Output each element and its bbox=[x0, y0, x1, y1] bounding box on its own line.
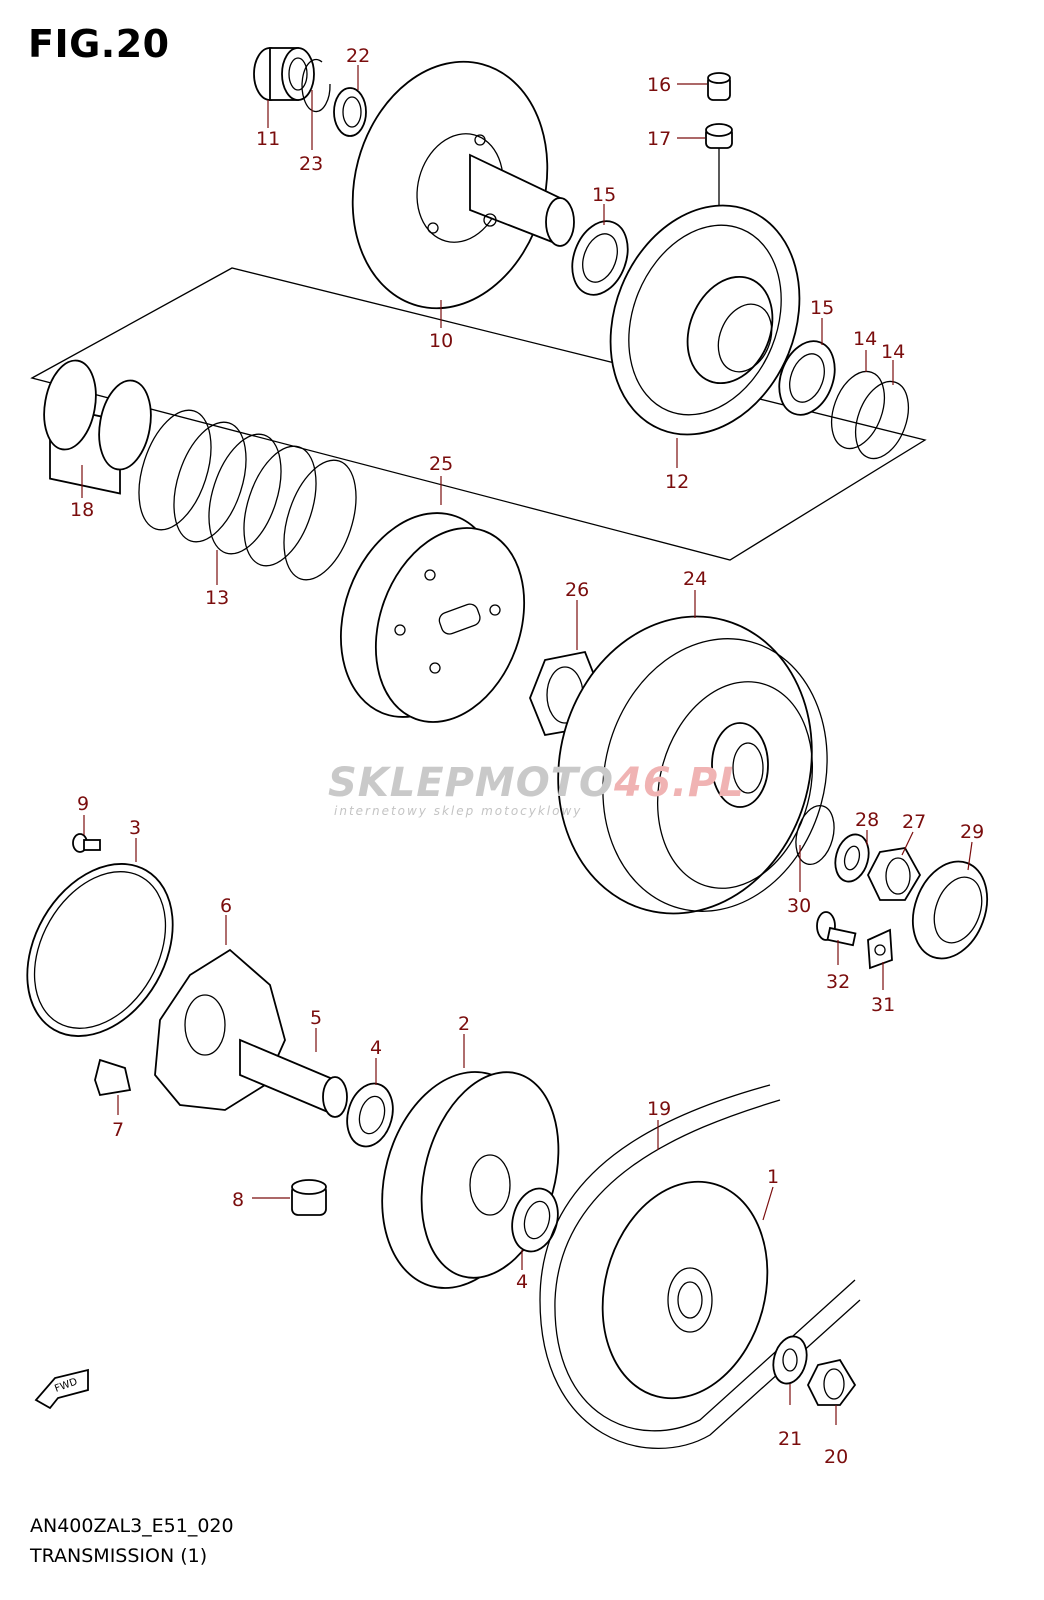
part-8-spacer bbox=[291, 1179, 327, 1216]
callout-30: 30 bbox=[787, 895, 811, 917]
callout-6: 6 bbox=[220, 895, 232, 917]
callout-31: 31 bbox=[871, 994, 895, 1016]
part-14-circlips bbox=[830, 370, 910, 460]
callout-15-upper: 15 bbox=[592, 184, 616, 206]
part-12-driven-plate bbox=[609, 204, 801, 436]
callout-7: 7 bbox=[112, 1119, 124, 1141]
part-21-washer bbox=[772, 1335, 808, 1385]
callout-8: 8 bbox=[232, 1189, 244, 1211]
callout-32: 32 bbox=[826, 971, 850, 993]
part-18-sleeve bbox=[43, 359, 152, 495]
callout-14-right: 14 bbox=[881, 341, 905, 363]
callout-18: 18 bbox=[70, 499, 94, 521]
part-15-bearing-lower bbox=[778, 340, 836, 416]
callout-15-lower: 15 bbox=[810, 297, 834, 319]
callout-13: 13 bbox=[205, 587, 229, 609]
part-15-bearing-upper bbox=[571, 220, 629, 296]
callout-27: 27 bbox=[902, 811, 926, 833]
callout-24: 24 bbox=[683, 568, 707, 590]
part-31-lock-plate bbox=[867, 928, 893, 970]
watermark: SKLEPMOTO46.PL internetowy sklep motocyk… bbox=[328, 760, 744, 820]
part-17-collar bbox=[705, 123, 733, 149]
part-20-nut bbox=[806, 1358, 857, 1406]
part-29-bearing bbox=[912, 860, 988, 960]
part-16-pin bbox=[707, 72, 731, 101]
fwd-arrow-icon: FWD bbox=[34, 1368, 89, 1410]
callout-22: 22 bbox=[346, 45, 370, 67]
callout-2: 2 bbox=[458, 1013, 470, 1035]
callout-labels: 11 23 22 10 15 16 17 12 15 14 14 18 13 2… bbox=[70, 45, 984, 1468]
callout-20: 20 bbox=[824, 1446, 848, 1468]
watermark-tagline: internetowy sklep motocyklowy bbox=[334, 804, 583, 818]
callout-26: 26 bbox=[565, 579, 589, 601]
callout-17: 17 bbox=[647, 128, 671, 150]
callout-28: 28 bbox=[855, 809, 879, 831]
callout-4-lower: 4 bbox=[516, 1271, 528, 1293]
callout-1: 1 bbox=[767, 1166, 779, 1188]
assembly-outline bbox=[30, 267, 927, 561]
callout-19: 19 bbox=[647, 1098, 671, 1120]
callout-29: 29 bbox=[960, 821, 984, 843]
callout-9: 9 bbox=[77, 793, 89, 815]
part-27-nut bbox=[866, 847, 922, 901]
part-30-o-ring bbox=[795, 805, 835, 865]
part-19-v-belt bbox=[539, 1084, 861, 1449]
part-28-washer bbox=[834, 833, 870, 883]
part-24-clutch-housing bbox=[557, 615, 828, 915]
part-25-clutch-carrier bbox=[340, 512, 526, 723]
diagram-code: AN400ZAL3_E51_020 bbox=[30, 1515, 234, 1537]
part-7-slider bbox=[94, 1058, 132, 1097]
part-23-circlip bbox=[301, 58, 331, 113]
callout-3: 3 bbox=[129, 817, 141, 839]
diagram-caption: TRANSMISSION (1) bbox=[30, 1545, 208, 1567]
callout-11: 11 bbox=[256, 128, 280, 150]
part-9-bolt bbox=[72, 833, 101, 853]
callout-25: 25 bbox=[429, 453, 453, 475]
callout-4-upper: 4 bbox=[370, 1037, 382, 1059]
callout-12: 12 bbox=[665, 471, 689, 493]
callout-16: 16 bbox=[647, 74, 671, 96]
watermark-brand-accent: 46.PL bbox=[614, 760, 745, 806]
part-3-cover-plate bbox=[26, 863, 174, 1037]
part-13-spring bbox=[138, 409, 357, 581]
part-1-fixed-drive-face bbox=[601, 1180, 769, 1400]
leader-lines bbox=[81, 65, 973, 1425]
part-4-bearing-left bbox=[346, 1082, 394, 1148]
callout-23: 23 bbox=[299, 153, 323, 175]
watermark-brand: SKLEPMOTO46.PL bbox=[328, 760, 745, 806]
watermark-brand-main: SKLEPMOTO bbox=[328, 760, 615, 806]
callout-5: 5 bbox=[310, 1007, 322, 1029]
part-11-needle-bearing bbox=[253, 47, 315, 101]
part-22-seal bbox=[333, 87, 367, 137]
part-2-movable-drive-face bbox=[381, 1071, 560, 1289]
part-10-driven-face bbox=[351, 60, 575, 310]
part-32-screw bbox=[816, 911, 857, 947]
part-5-sleeve bbox=[239, 1038, 348, 1118]
callout-10: 10 bbox=[429, 330, 453, 352]
callout-21: 21 bbox=[778, 1428, 802, 1450]
figure-title: FIG.20 bbox=[28, 22, 170, 66]
callout-14-left: 14 bbox=[853, 328, 877, 350]
